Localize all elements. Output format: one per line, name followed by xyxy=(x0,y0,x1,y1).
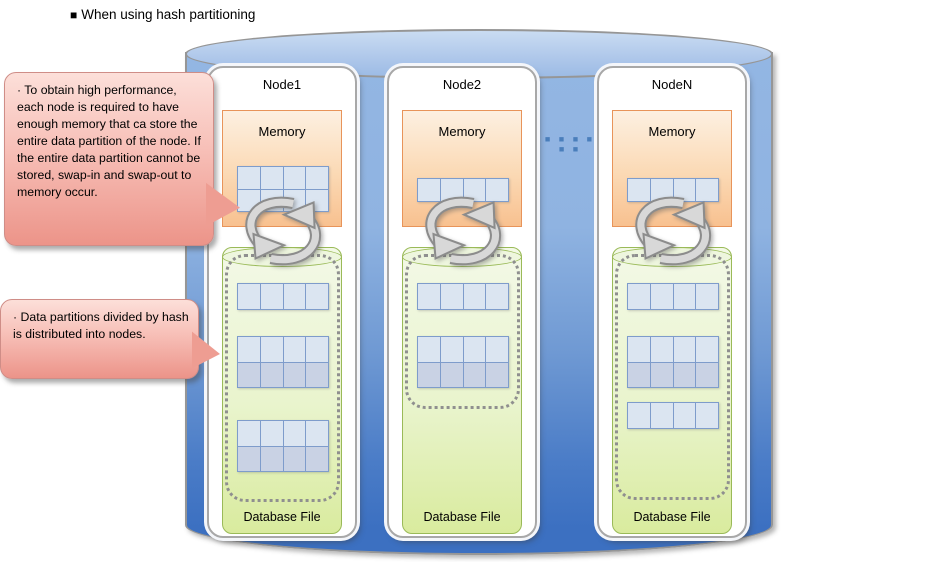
db-table xyxy=(417,283,509,310)
table-cell xyxy=(418,179,440,201)
table-cell xyxy=(260,337,283,362)
table-cell xyxy=(628,179,650,201)
db-table xyxy=(237,420,329,472)
swap-arrows-icon xyxy=(635,196,712,266)
table-cell xyxy=(418,362,440,387)
table-cell xyxy=(306,284,328,309)
table-cell xyxy=(283,167,306,189)
table-cell xyxy=(696,179,718,201)
ellipsis-dots: ■ ■ ■ ■ ■ ■ xyxy=(544,134,596,154)
callout-partition-note-text: · Data partitions divided by hash is dis… xyxy=(13,310,189,341)
table-cell xyxy=(628,362,650,387)
table-cell xyxy=(440,362,463,387)
table-cell xyxy=(238,421,260,446)
table-cell xyxy=(696,362,718,387)
table-cell xyxy=(306,337,328,362)
db-table xyxy=(627,402,719,429)
swap-arrows-icon xyxy=(245,196,322,266)
swap-arrows-icon xyxy=(425,196,502,266)
memory-label: Memory xyxy=(258,124,306,139)
callout-memory-note: · To obtain high performance, each node … xyxy=(4,72,214,246)
table-cell xyxy=(696,403,718,428)
table-cell xyxy=(696,337,718,362)
table-cell xyxy=(486,284,508,309)
table-cell xyxy=(463,337,486,362)
table-cell xyxy=(650,403,673,428)
table-cell xyxy=(260,446,283,471)
table-cell xyxy=(238,446,260,471)
table-cell xyxy=(673,179,696,201)
table-cell xyxy=(260,167,283,189)
table-cell xyxy=(283,284,306,309)
node-title: Node2 xyxy=(442,77,482,92)
node-panel-node1: Node1 Memory Database File xyxy=(207,66,357,538)
table-cell xyxy=(283,362,306,387)
table-cell xyxy=(238,362,260,387)
table-cell xyxy=(673,284,696,309)
table-cell xyxy=(440,284,463,309)
table-cell xyxy=(486,362,508,387)
bullet-square-icon: ■ xyxy=(70,7,78,22)
table-cell xyxy=(650,362,673,387)
table-cell xyxy=(306,421,328,446)
database-file-label: Database File xyxy=(423,510,501,524)
table-cell xyxy=(463,284,486,309)
database-file-label: Database File xyxy=(633,510,711,524)
memory-label: Memory xyxy=(648,124,696,139)
table-cell xyxy=(238,167,260,189)
callout-partition-note: · Data partitions divided by hash is dis… xyxy=(0,299,199,379)
db-table xyxy=(627,336,719,388)
table-cell xyxy=(260,421,283,446)
table-cell xyxy=(696,284,718,309)
table-cell xyxy=(628,403,650,428)
page-title-text: When using hash partitioning xyxy=(81,7,256,22)
table-cell xyxy=(650,179,673,201)
table-cell xyxy=(673,403,696,428)
table-cell xyxy=(283,446,306,471)
db-table xyxy=(237,283,329,310)
table-cell xyxy=(283,337,306,362)
table-cell xyxy=(238,284,260,309)
memory-table xyxy=(417,178,509,202)
table-cell xyxy=(306,446,328,471)
page-title: ■ When using hash partitioning xyxy=(70,7,255,22)
table-cell xyxy=(650,337,673,362)
table-cell xyxy=(306,362,328,387)
table-cell xyxy=(418,284,440,309)
database-file-label: Database File xyxy=(243,510,321,524)
table-cell xyxy=(260,362,283,387)
node-title: NodeN xyxy=(651,77,693,92)
table-cell xyxy=(440,179,463,201)
table-cell xyxy=(463,179,486,201)
table-cell xyxy=(463,362,486,387)
db-table xyxy=(627,283,719,310)
table-cell xyxy=(673,362,696,387)
table-cell xyxy=(650,284,673,309)
table-cell xyxy=(306,167,328,189)
table-cell xyxy=(628,337,650,362)
table-cell xyxy=(418,337,440,362)
memory-label: Memory xyxy=(438,124,486,139)
table-cell xyxy=(628,284,650,309)
callout-memory-note-text: · To obtain high performance, each node … xyxy=(17,83,201,199)
table-cell xyxy=(283,421,306,446)
node-panel-node2: Node2 Memory Database File xyxy=(387,66,537,538)
node-panel-noden: NodeN Memory Database File xyxy=(597,66,747,538)
table-cell xyxy=(440,337,463,362)
memory-table xyxy=(627,178,719,202)
node-title: Node1 xyxy=(262,77,302,92)
table-cell xyxy=(260,284,283,309)
table-cell xyxy=(238,337,260,362)
table-cell xyxy=(673,337,696,362)
db-table xyxy=(237,336,329,388)
table-cell xyxy=(486,179,508,201)
db-table xyxy=(417,336,509,388)
table-cell xyxy=(486,337,508,362)
